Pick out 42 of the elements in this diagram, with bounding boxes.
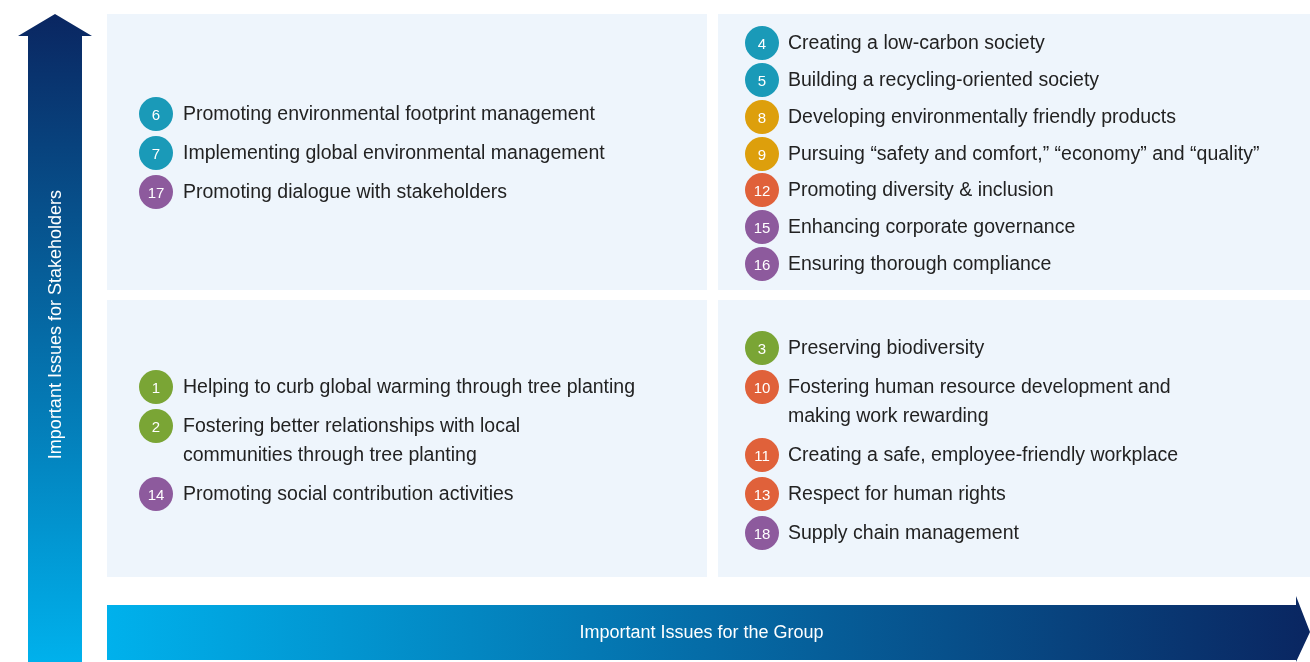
issue-text: Enhancing corporate governance [788,214,1076,239]
number-circle: 6 [139,97,173,131]
quadrant-panel [107,300,707,577]
number-circle: 9 [745,137,779,171]
number-circle: 18 [745,516,779,550]
issue-text: Implementing global environmental management [183,140,605,165]
issue-text: Fostering better relationships with local communities through tree planting [183,413,522,467]
number-circle: 8 [745,100,779,134]
issue-text: Promoting dialogue with stakeholders [183,179,508,204]
number-circle: 14 [139,477,173,511]
issue-text: Respect for human rights [788,481,1006,506]
issue-text: Creating a safe, employee-friendly workplace [788,442,1179,467]
issue-text: Promoting social contribution activities [183,481,514,506]
quadrant-panel [718,300,1310,577]
number-circle: 12 [745,173,779,207]
number-circle: 1 [139,370,173,404]
issue-text: Helping to curb global warming through tree planting [183,374,636,399]
number-circle: 15 [745,210,779,244]
quadrant-panel [718,14,1310,290]
axis-label: Important Issues for the Group [578,622,825,643]
number-circle: 3 [745,331,779,365]
issue-text: Promoting diversity & inclusion [788,177,1054,202]
issue-text: Supply chain management [788,520,1019,545]
number-circle: 7 [139,136,173,170]
number-circle: 10 [745,370,779,404]
quadrant-panel [107,14,707,290]
number-circle: 4 [745,26,779,60]
axis-label: Important Issues for Stakeholders [45,190,66,460]
number-circle: 5 [745,63,779,97]
number-circle: 16 [745,247,779,281]
number-circle: 2 [139,409,173,443]
issue-text: Promoting environmental footprint management [183,101,595,126]
issue-text: Preserving biodiversity [788,335,985,360]
number-circle: 11 [745,438,779,472]
issue-text: Building a recycling-oriented society [788,67,1100,92]
issue-text: Creating a low-carbon society [788,30,1045,55]
issue-text: Pursuing “safety and comfort,” “economy” and “quality” [788,141,1260,166]
issue-text: Developing environmentally friendly products [788,104,1177,129]
number-circle: 17 [139,175,173,209]
issue-text: Fostering human resource development and making work rewarding [788,374,1172,428]
issue-text: Ensuring thorough compliance [788,251,1052,276]
number-circle: 13 [745,477,779,511]
